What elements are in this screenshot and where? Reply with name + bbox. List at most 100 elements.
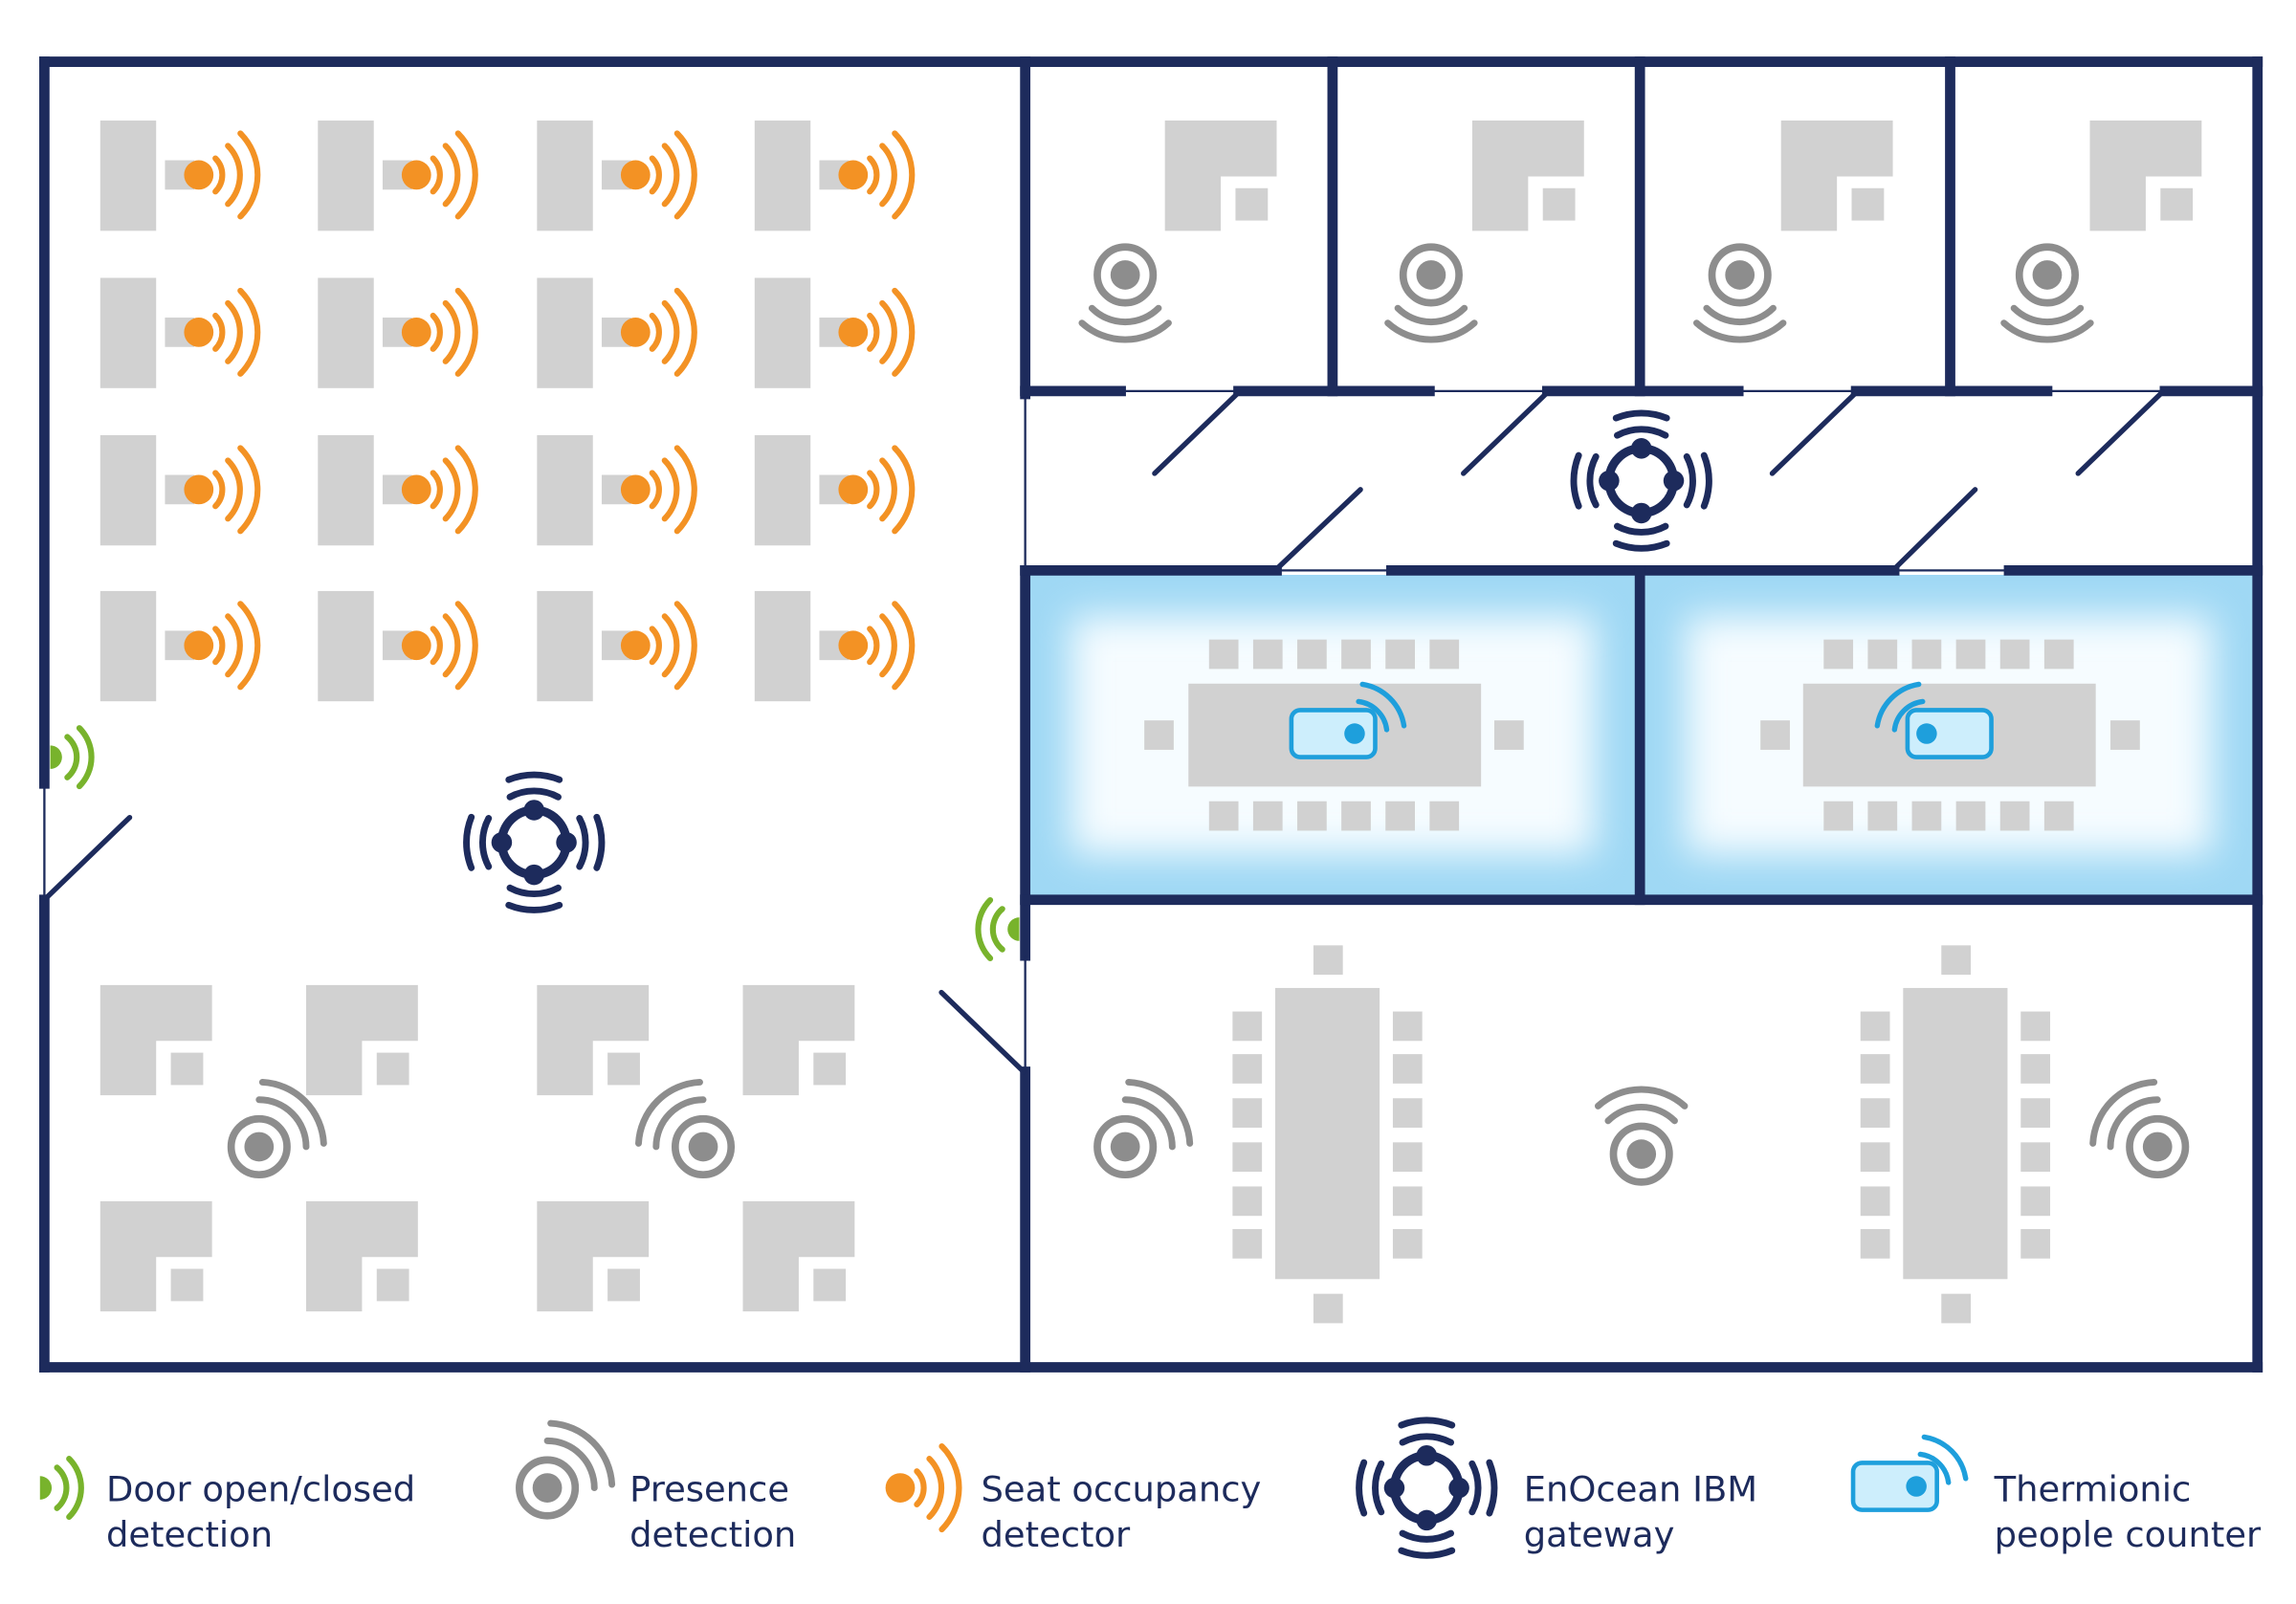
chair <box>2020 1186 2051 1217</box>
presence-sensor-dot <box>1110 260 1140 290</box>
chair <box>1385 639 1415 670</box>
chair <box>2020 1011 2051 1042</box>
signal-arc <box>225 299 243 364</box>
people-counter-icon <box>1850 1434 1969 1512</box>
l-shaped-desk <box>305 1200 418 1312</box>
people-counter-icon <box>1289 681 1407 759</box>
signal-arc <box>64 734 80 780</box>
signal-arc <box>1121 1096 1176 1151</box>
signal-arc <box>914 1468 927 1508</box>
desk <box>99 434 157 546</box>
gateway-node <box>491 832 513 853</box>
seat-sensor-dot <box>838 318 869 347</box>
chair <box>2020 1229 2051 1259</box>
signal-arc <box>1359 681 1407 729</box>
signal-arc <box>661 143 680 208</box>
signal-arc <box>1613 522 1669 536</box>
l-shaped-desk <box>1780 121 1893 231</box>
presence-sensor-dot <box>1725 260 1755 290</box>
presence-sensor-icon <box>635 1078 736 1179</box>
chair <box>607 1052 640 1086</box>
l-shaped-desk <box>99 1200 212 1312</box>
l-shaped-desk <box>537 984 650 1096</box>
chair <box>1860 1229 1890 1259</box>
signal-arc <box>442 613 461 678</box>
legend-label-gateway-line-2: gateway <box>1524 1514 1675 1555</box>
legend-item-seat-occupancy: Seat occupancy detector <box>885 1443 1261 1555</box>
seat-sensor-dot <box>184 630 214 661</box>
signal-arc <box>430 155 443 195</box>
chair <box>1542 187 1576 221</box>
seat-occupancy-sensor-icon <box>601 130 697 220</box>
l-shaped-desk <box>537 1200 650 1312</box>
chair <box>1392 1142 1423 1173</box>
meeting-table-group <box>1144 639 1524 831</box>
chair <box>1297 639 1327 670</box>
signal-arc <box>1399 1529 1454 1543</box>
chair <box>1999 639 2030 670</box>
seat-occupancy-sensor-icon <box>165 287 261 377</box>
chair <box>1235 187 1269 221</box>
legend-item-gateway: EnOcean IBM gateway <box>1356 1417 1757 1559</box>
signal-arc <box>2089 1078 2158 1147</box>
signal-arc <box>442 457 461 522</box>
desk <box>318 121 374 231</box>
desk <box>754 590 811 702</box>
signal-arc <box>673 445 697 535</box>
signal-arc <box>66 1456 84 1521</box>
door-sensor-icon <box>39 1456 84 1521</box>
people-counter-dot <box>1344 723 1365 744</box>
legend-label-seat-line-2: detector <box>982 1514 1132 1555</box>
chair <box>1867 801 1898 831</box>
signal-arc <box>867 470 880 510</box>
door-sensor-body <box>39 1476 53 1500</box>
chair <box>376 1052 409 1086</box>
chair <box>1823 801 1854 831</box>
seat-sensor-dot <box>184 474 214 505</box>
signal-arc <box>989 906 1005 953</box>
presence-sensor-dot <box>688 1132 718 1162</box>
desk <box>537 121 593 231</box>
signal-arc <box>649 155 662 195</box>
chair <box>1760 720 1790 750</box>
desk <box>537 277 593 388</box>
signal-arc <box>1594 1086 1689 1110</box>
l-shaped-desk <box>1164 121 1277 231</box>
signal-arc <box>237 130 261 220</box>
desk <box>537 590 593 702</box>
signal-arc <box>479 815 493 870</box>
seat-occupancy-sensor-icon <box>165 601 261 691</box>
signal-arc <box>1570 451 1582 510</box>
chair <box>1252 639 1283 670</box>
seat-sensor-dot <box>401 318 431 347</box>
gateway-node <box>523 800 545 821</box>
desk <box>537 434 593 546</box>
signal-arc <box>649 470 662 510</box>
signal-arc <box>1586 452 1600 509</box>
seat-occupancy-sensor-icon <box>819 287 916 377</box>
seat-sensor-dot <box>838 160 869 190</box>
chair <box>1232 1098 1263 1128</box>
gateway-node <box>1599 470 1620 492</box>
signal-arc <box>442 143 461 208</box>
door-leaf <box>1769 389 1859 476</box>
seat-sensor-dot <box>838 474 869 505</box>
walls-and-doors <box>39 56 2263 1373</box>
presence-sensor-dot <box>532 1473 563 1503</box>
legend-label-door-line-1: Door open/closed <box>106 1468 415 1509</box>
seat-occupancy-sensor-icon <box>601 601 697 691</box>
signal-arc <box>225 613 243 678</box>
seat-occupancy-sensor-icon <box>382 601 478 691</box>
seat-sensor-dot <box>184 318 214 347</box>
signal-arc <box>593 813 606 871</box>
signal-arc <box>652 1096 707 1151</box>
signal-arc <box>237 601 261 691</box>
signal-arc <box>661 613 680 678</box>
chair <box>1208 801 1239 831</box>
door-leaf <box>1461 389 1551 476</box>
chair <box>376 1268 409 1302</box>
desk <box>318 277 374 388</box>
legend: Door open/closed detection Presence dete… <box>39 1417 2262 1559</box>
signal-arc <box>892 445 916 535</box>
chair <box>1955 639 1986 670</box>
